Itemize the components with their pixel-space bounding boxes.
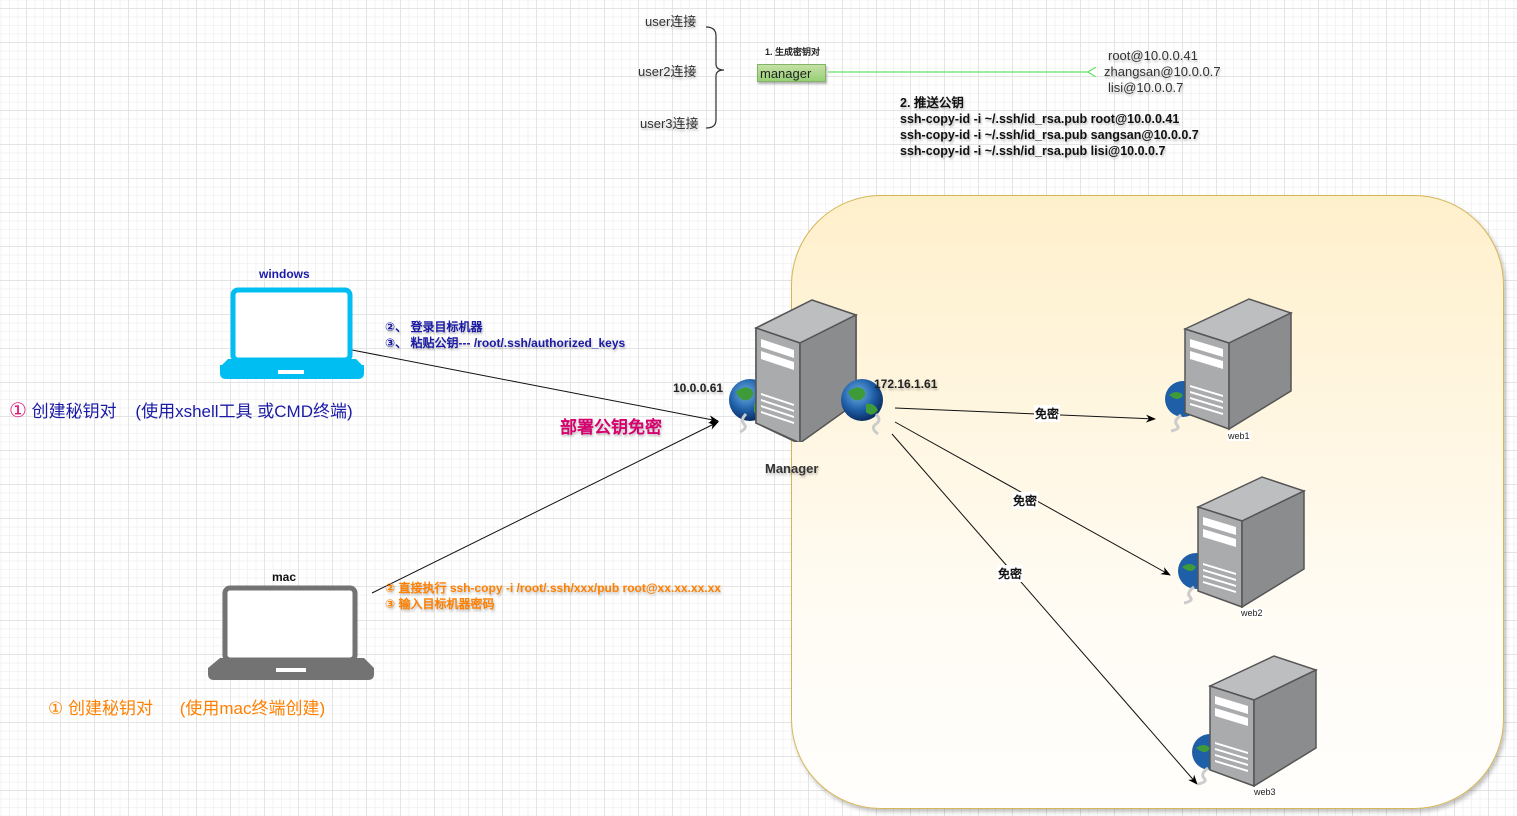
mac-step3: ③ 输入目标机器密码 [385, 597, 495, 611]
web3-label: web3 [1253, 787, 1277, 797]
manager-box[interactable]: manager [757, 64, 826, 82]
user-label-3: user3连接 [640, 116, 699, 131]
mac-laptop-icon [208, 585, 374, 680]
manager-name: Manager [765, 461, 819, 476]
web1-label: web1 [1227, 431, 1251, 441]
mac-to-manager-arrow [371, 421, 719, 594]
windows-laptop-icon [220, 287, 364, 379]
edge-label-web1: 免密 [1034, 405, 1061, 422]
manager-ip-external: 10.0.0.61 [673, 381, 724, 395]
mac-step1: ① 创建秘钥对 (使用mac终端创建) [48, 694, 325, 719]
edge-label-web3: 免密 [997, 565, 1024, 582]
windows-step2: ②、 登录目标机器 [385, 320, 483, 334]
mac-step2: ② 直接执行 ssh-copy -i /root/.ssh/xxx/pub ro… [385, 581, 721, 595]
target-host: lisi@10.0.0.7 [1108, 80, 1184, 95]
windows-to-manager-arrow [351, 349, 719, 424]
windows-title: windows [259, 267, 310, 281]
edge-label-web2: 免密 [1012, 492, 1039, 509]
mac-step1-text: ① 创建秘钥对 [48, 699, 153, 718]
internal-network-zone [791, 195, 1504, 809]
step-number: ① [9, 400, 27, 422]
web2-server-icon [1178, 476, 1306, 609]
command-line: ssh-copy-id -i ~/.ssh/id_rsa.pub root@10… [900, 112, 1180, 126]
mac-step1-note: (使用mac终端创建) [179, 699, 326, 718]
user-label-1: user连接 [645, 14, 697, 29]
mac-title: mac [272, 570, 297, 584]
windows-step1-note: (使用xshell工具 或CMD终端) [135, 402, 353, 421]
web2-label: web2 [1240, 608, 1264, 618]
user-label-2: user2连接 [638, 64, 697, 79]
windows-step3: ③、 粘贴公钥--- /root/.ssh/authorized_keys [385, 336, 626, 350]
step2-title: 2. 推送公钥 [900, 96, 964, 110]
windows-steps: ②、 登录目标机器 ③、 粘贴公钥--- /root/.ssh/authoriz… [385, 319, 625, 351]
target-host: root@10.0.0.41 [1108, 48, 1198, 63]
command-line: ssh-copy-id -i ~/.ssh/id_rsa.pub lisi@10… [900, 144, 1166, 158]
command-line: ssh-copy-id -i ~/.ssh/id_rsa.pub sangsan… [900, 128, 1199, 142]
target-host: zhangsan@10.0.0.7 [1104, 64, 1221, 79]
mac-steps: ② 直接执行 ssh-copy -i /root/.ssh/xxx/pub ro… [385, 580, 721, 612]
web1-server-icon [1165, 298, 1293, 433]
web3-server-icon [1192, 655, 1318, 788]
step1-label: 1. 生成密钥对 [765, 47, 821, 57]
target-host-list: root@10.0.0.41 zhangsan@10.0.0.7 lisi@10… [1104, 48, 1221, 96]
manager-ip-internal: 172.16.1.61 [874, 377, 938, 391]
manager-server-icon [729, 299, 883, 442]
push-key-commands: 2. 推送公钥 ssh-copy-id -i ~/.ssh/id_rsa.pub… [900, 95, 1199, 159]
deploy-label: 部署公钥免密 [560, 418, 662, 437]
windows-step1: ① 创建秘钥对 (使用xshell工具 或CMD终端) [9, 397, 353, 423]
windows-step1-text: 创建秘钥对 [31, 402, 117, 421]
globe-icon-right [841, 379, 883, 436]
user-brace [705, 26, 725, 129]
